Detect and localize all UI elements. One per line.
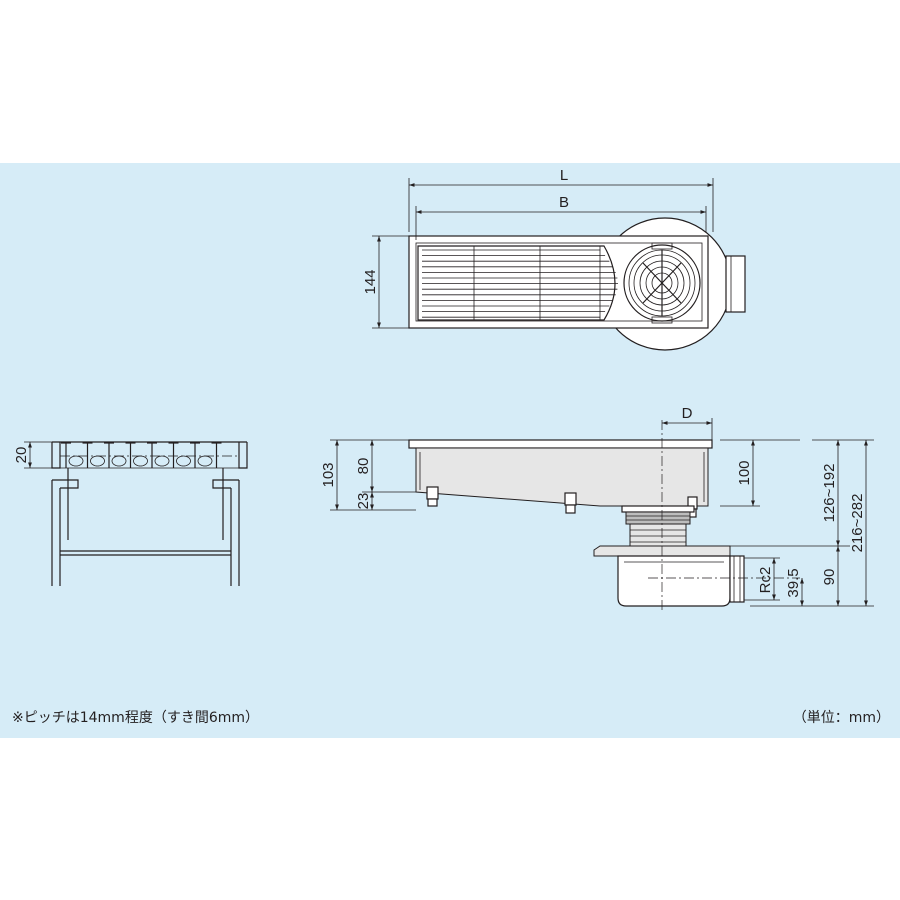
plan-grating bbox=[417, 245, 618, 321]
side-view: D 103 80 23 100 126~192 216~282 90 Rc2 3… bbox=[320, 405, 874, 612]
dim-L: L bbox=[560, 167, 568, 184]
grating-bar bbox=[211, 442, 222, 468]
dim-23: 23 bbox=[355, 493, 372, 510]
dim-100: 100 bbox=[736, 460, 753, 485]
dim-80: 80 bbox=[355, 458, 372, 475]
dim-216-282: 216~282 bbox=[849, 494, 866, 553]
dim-39-5: 39.5 bbox=[785, 568, 802, 597]
grating-bar bbox=[168, 442, 191, 468]
cross-section-view: 20 bbox=[13, 441, 248, 586]
pitch-note: ※ピッチは14mm程度（すき間6mm） bbox=[12, 710, 260, 726]
dim-B: B bbox=[559, 194, 569, 211]
unit-note: （単位：mm） bbox=[792, 710, 890, 726]
plan-trough-inner bbox=[415, 242, 703, 322]
dim-144: 144 bbox=[362, 269, 379, 294]
dim-20: 20 bbox=[13, 447, 30, 464]
plan-view: L B 144 bbox=[362, 167, 746, 351]
dim-D: D bbox=[682, 405, 693, 422]
dim-rc2: Rc2 bbox=[757, 567, 774, 594]
side-connector bbox=[621, 505, 695, 547]
side-top-plate bbox=[408, 439, 713, 449]
plan-outlet-pipe bbox=[725, 255, 746, 313]
grating-bar bbox=[61, 442, 84, 468]
dim-126-192: 126~192 bbox=[821, 464, 838, 523]
grating-bar bbox=[147, 442, 170, 468]
dim-90: 90 bbox=[821, 569, 838, 586]
dim-103: 103 bbox=[320, 462, 337, 487]
plan-strainer bbox=[623, 242, 701, 324]
